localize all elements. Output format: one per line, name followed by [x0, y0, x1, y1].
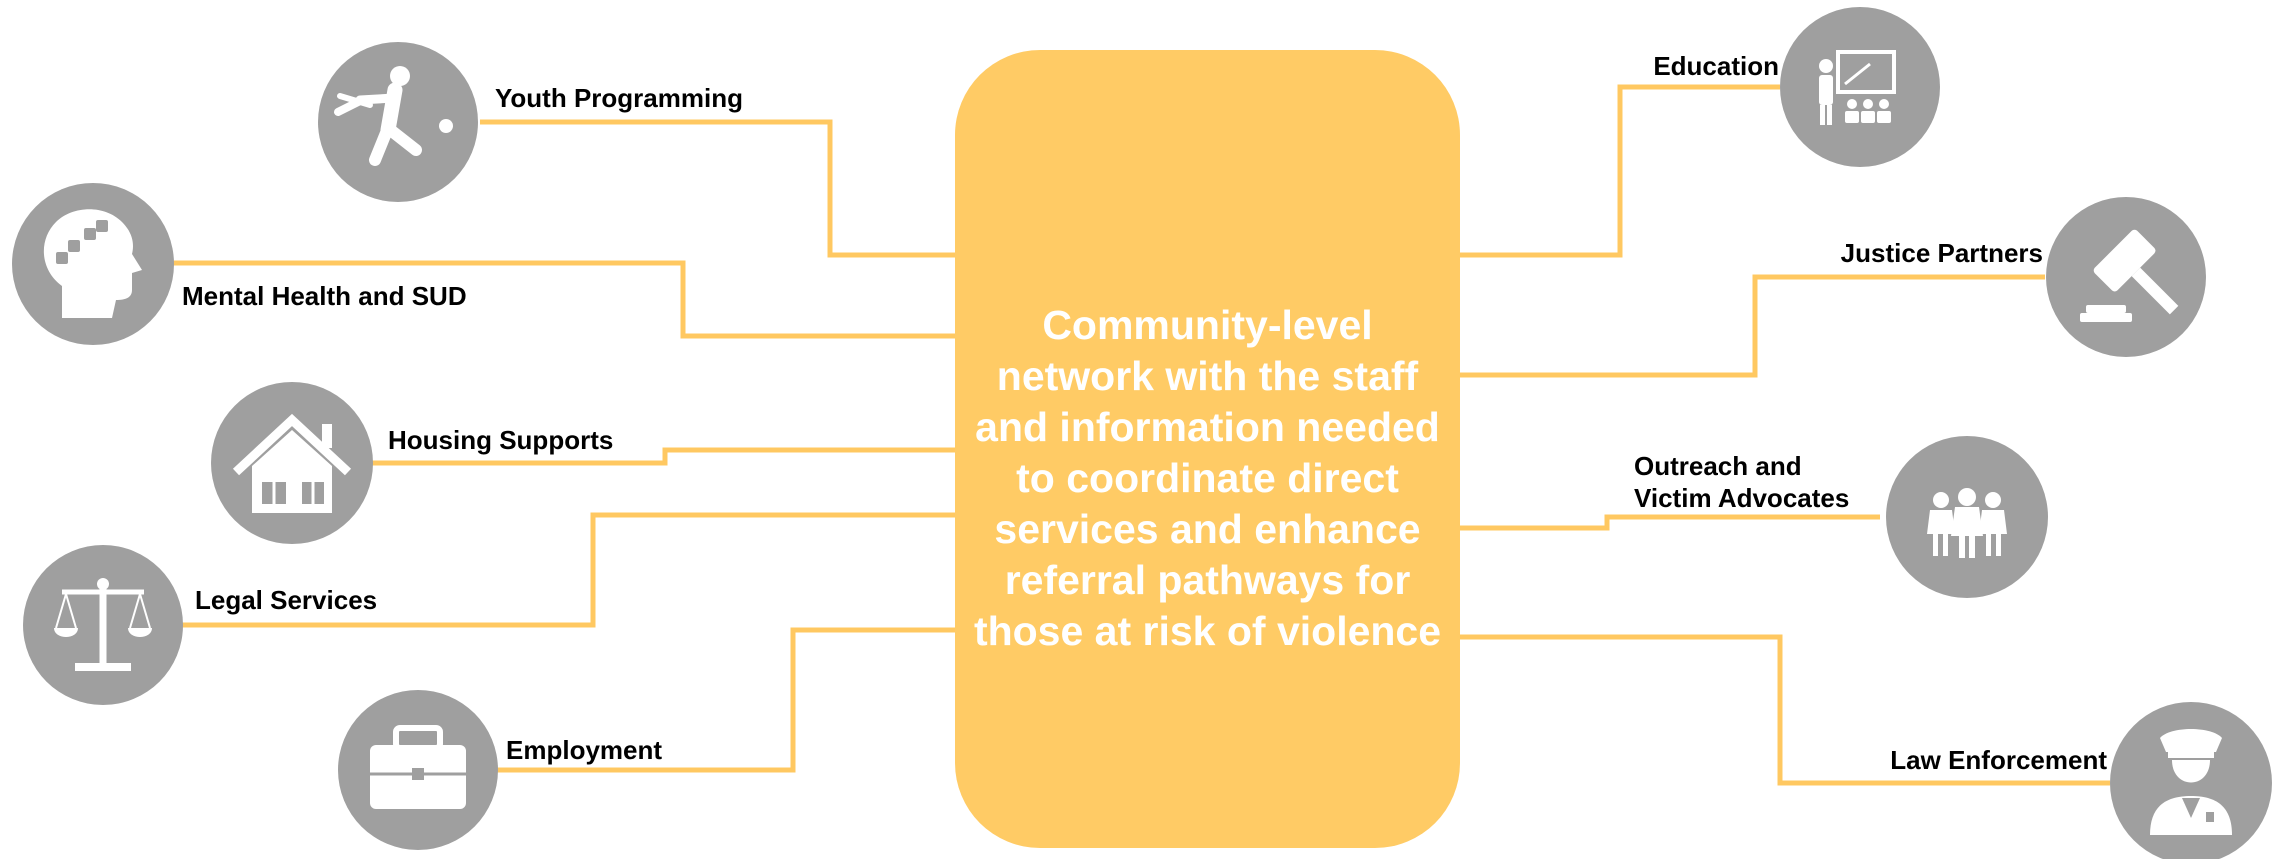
- justice-node: [2046, 197, 2206, 357]
- label-education: Education: [1653, 51, 1779, 81]
- label-employment: Employment: [506, 735, 663, 765]
- police-officer-icon: [2150, 729, 2232, 835]
- education-node: [1780, 7, 1940, 167]
- connector-law: [1460, 634, 2110, 786]
- label-outreach-line2: Victim Advocates: [1634, 483, 1850, 513]
- people-group-icon: [1927, 488, 2007, 558]
- house-icon: [232, 413, 352, 513]
- classroom-icon: [1819, 50, 1896, 125]
- gavel-icon: [2080, 229, 2179, 322]
- employment-node: [338, 690, 498, 850]
- housing-node: [211, 382, 373, 544]
- head-puzzle-icon: [43, 209, 142, 318]
- youth-programming-node: [318, 42, 478, 202]
- label-youth-programming: Youth Programming: [495, 83, 743, 113]
- mental-health-node: [12, 183, 174, 345]
- label-justice-partners: Justice Partners: [1840, 238, 2043, 268]
- baseball-player-icon: [334, 66, 453, 166]
- connector-justice: [1460, 274, 2045, 378]
- connector-outreach: [1460, 514, 1880, 531]
- connector-mental-health: [170, 260, 955, 339]
- label-mental-health: Mental Health and SUD: [182, 281, 467, 311]
- connector-legal: [180, 512, 955, 628]
- center-network-box: [955, 50, 1460, 848]
- legal-node: [23, 545, 183, 705]
- label-legal-services: Legal Services: [195, 585, 378, 615]
- connector-youth-programming: [480, 119, 955, 258]
- scales-icon: [54, 578, 152, 671]
- center-description: Community-level network with the staff a…: [973, 302, 1442, 654]
- connector-housing: [372, 447, 955, 466]
- label-outreach-line1: Outreach and: [1634, 451, 1802, 481]
- briefcase-icon: [370, 725, 466, 809]
- connector-employment: [490, 627, 955, 773]
- label-housing-supports: Housing Supports: [388, 425, 614, 455]
- label-outreach-victim-advocates: Outreach and Victim Advocates: [1634, 450, 1849, 514]
- law-node: [2110, 702, 2272, 859]
- outreach-node: [1886, 436, 2048, 598]
- connector-education: [1460, 84, 1780, 258]
- label-law-enforcement: Law Enforcement: [1890, 745, 2107, 775]
